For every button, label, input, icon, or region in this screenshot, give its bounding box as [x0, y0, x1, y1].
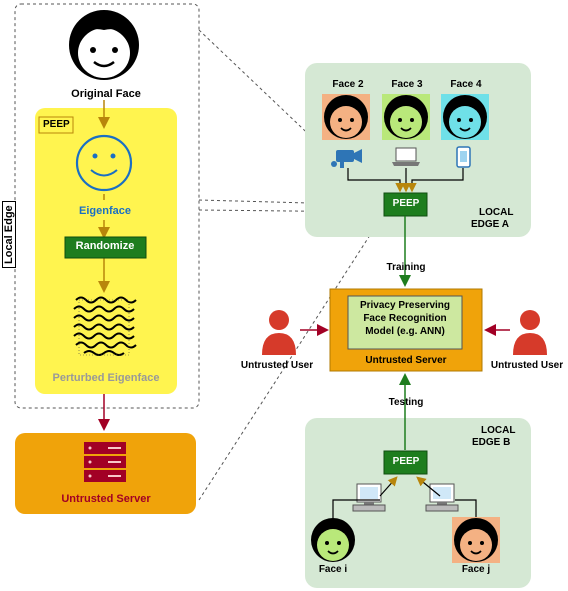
computer-left-icon — [352, 483, 386, 512]
original-face-icon — [69, 10, 139, 80]
face-j-icon — [452, 517, 500, 563]
zoom-line-bottom — [198, 214, 384, 501]
user-left-icon — [262, 310, 296, 355]
zoom-line-mid2 — [198, 209, 384, 213]
perturbed-eigenface-icon — [73, 296, 137, 356]
face-2-icon — [322, 94, 370, 140]
local-edge-side-label: Local Edge — [2, 201, 16, 268]
central-server-label: Untrusted Server — [365, 355, 447, 366]
original-face-label: Original Face — [71, 88, 141, 100]
local-edge-frame — [14, 3, 200, 409]
user-right-icon — [513, 310, 547, 355]
camera-icon — [331, 149, 362, 168]
computer-right-icon — [425, 483, 459, 512]
face-j-label: Face j — [461, 564, 491, 575]
edge-a-title-2: EDGE A — [471, 219, 509, 230]
testing-label: Testing — [388, 397, 424, 408]
randomize-box — [64, 236, 147, 259]
edge-b-peep-label: PEEP — [392, 456, 420, 467]
face-2-label: Face 2 — [332, 79, 364, 90]
model-line-2: Face Recognition — [363, 313, 447, 324]
training-label: Training — [386, 262, 426, 273]
tablet-icon — [456, 146, 471, 168]
edge-b-title-2: EDGE B — [472, 437, 511, 448]
user-right-label: Untrusted User — [490, 360, 564, 371]
face-4-label: Face 4 — [450, 79, 482, 90]
randomize-label: Randomize — [75, 240, 135, 252]
laptop-icon — [392, 147, 420, 166]
face-i-icon — [311, 518, 355, 562]
peep-tag-label: PEEP — [43, 119, 70, 130]
face-3-label: Face 3 — [391, 79, 423, 90]
eigenface-icon — [75, 134, 133, 192]
perturbed-eigenface-label: Perturbed Eigenface — [52, 372, 160, 384]
left-server-label: Untrusted Server — [61, 493, 151, 505]
model-box — [347, 295, 463, 350]
model-line-1: Privacy Preserving — [359, 300, 451, 311]
peep-tag-box — [38, 116, 74, 134]
left-server-icon — [84, 442, 126, 482]
user-left-label: Untrusted User — [240, 360, 314, 371]
edge-a-title-1: LOCAL — [479, 207, 514, 218]
face-3-icon — [382, 94, 430, 140]
edge-a-peep-label: PEEP — [392, 198, 420, 209]
zoom-line-mid1 — [198, 199, 384, 206]
face-i-label: Face i — [318, 564, 348, 575]
model-line-3: Model (e.g. ANN) — [365, 326, 445, 337]
eigenface-label: Eigenface — [79, 205, 131, 217]
face-4-icon — [441, 94, 489, 140]
edge-b-peep-box — [383, 450, 428, 475]
edge-b-title-1: LOCAL — [481, 425, 516, 436]
